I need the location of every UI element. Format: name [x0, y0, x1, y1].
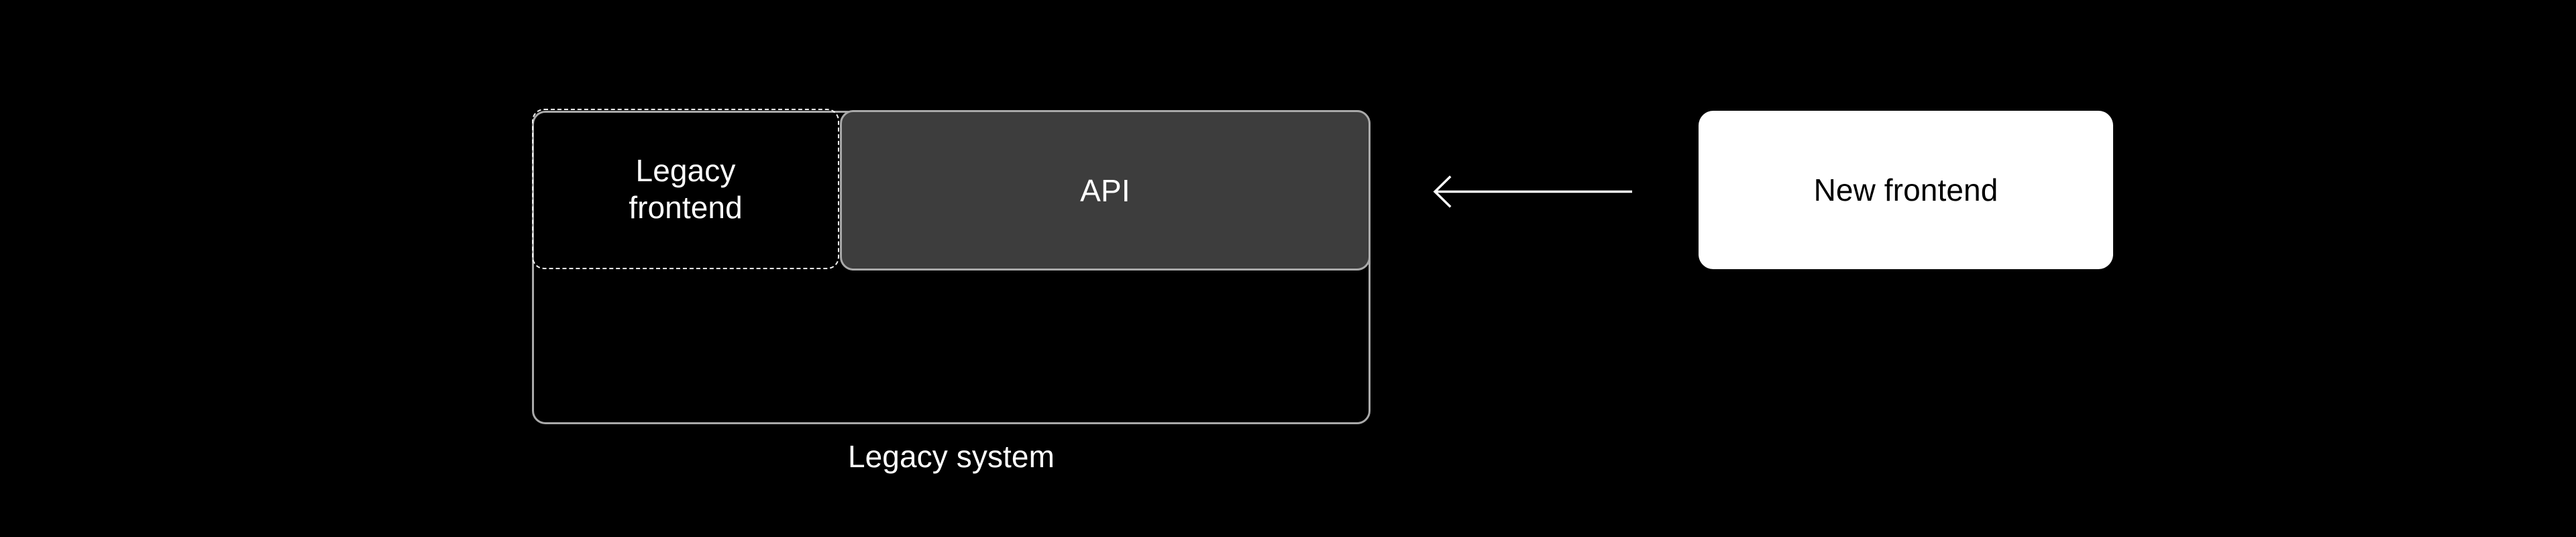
node-api[interactable]: API — [840, 110, 1371, 271]
node-legacy-system-label: Legacy system — [847, 439, 1055, 474]
node-new-frontend-label: New frontend — [1813, 173, 1998, 207]
node-new-frontend[interactable]: New frontend — [1699, 111, 2113, 269]
node-api-label: API — [1080, 173, 1130, 208]
arrow-left-icon — [1433, 175, 1632, 208]
edge-new-frontend-to-api — [1428, 168, 1642, 216]
node-legacy-frontend[interactable]: Legacy frontend — [532, 109, 839, 269]
node-legacy-frontend-label: Legacy frontend — [629, 153, 743, 225]
